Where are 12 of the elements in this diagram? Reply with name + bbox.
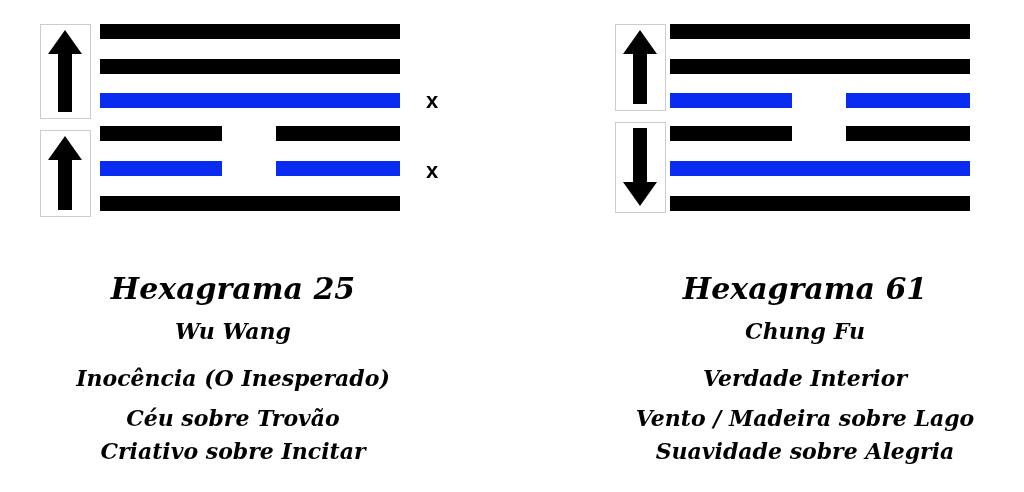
hexagram-meaning: Verdade Interior xyxy=(703,367,907,389)
hexagram-title: Hexagrama 25 xyxy=(110,274,356,304)
hexagram-name: Chung Fu xyxy=(745,320,865,342)
hexagram-title: Hexagrama 61 xyxy=(682,274,928,304)
hexagram-name: Wu Wang xyxy=(175,320,291,342)
change-mark: x xyxy=(426,90,439,112)
change-mark: x xyxy=(426,160,439,182)
trigram-description: Suavidade sobre Alegria xyxy=(655,440,955,462)
hexagram-meaning: Inocência (O Inesperado) xyxy=(76,367,390,389)
trigram-description: Vento / Madeira sobre Lago xyxy=(635,407,975,429)
trigram-description: Céu sobre Trovão xyxy=(126,407,340,429)
trigram-description: Criativo sobre Incitar xyxy=(100,440,366,462)
